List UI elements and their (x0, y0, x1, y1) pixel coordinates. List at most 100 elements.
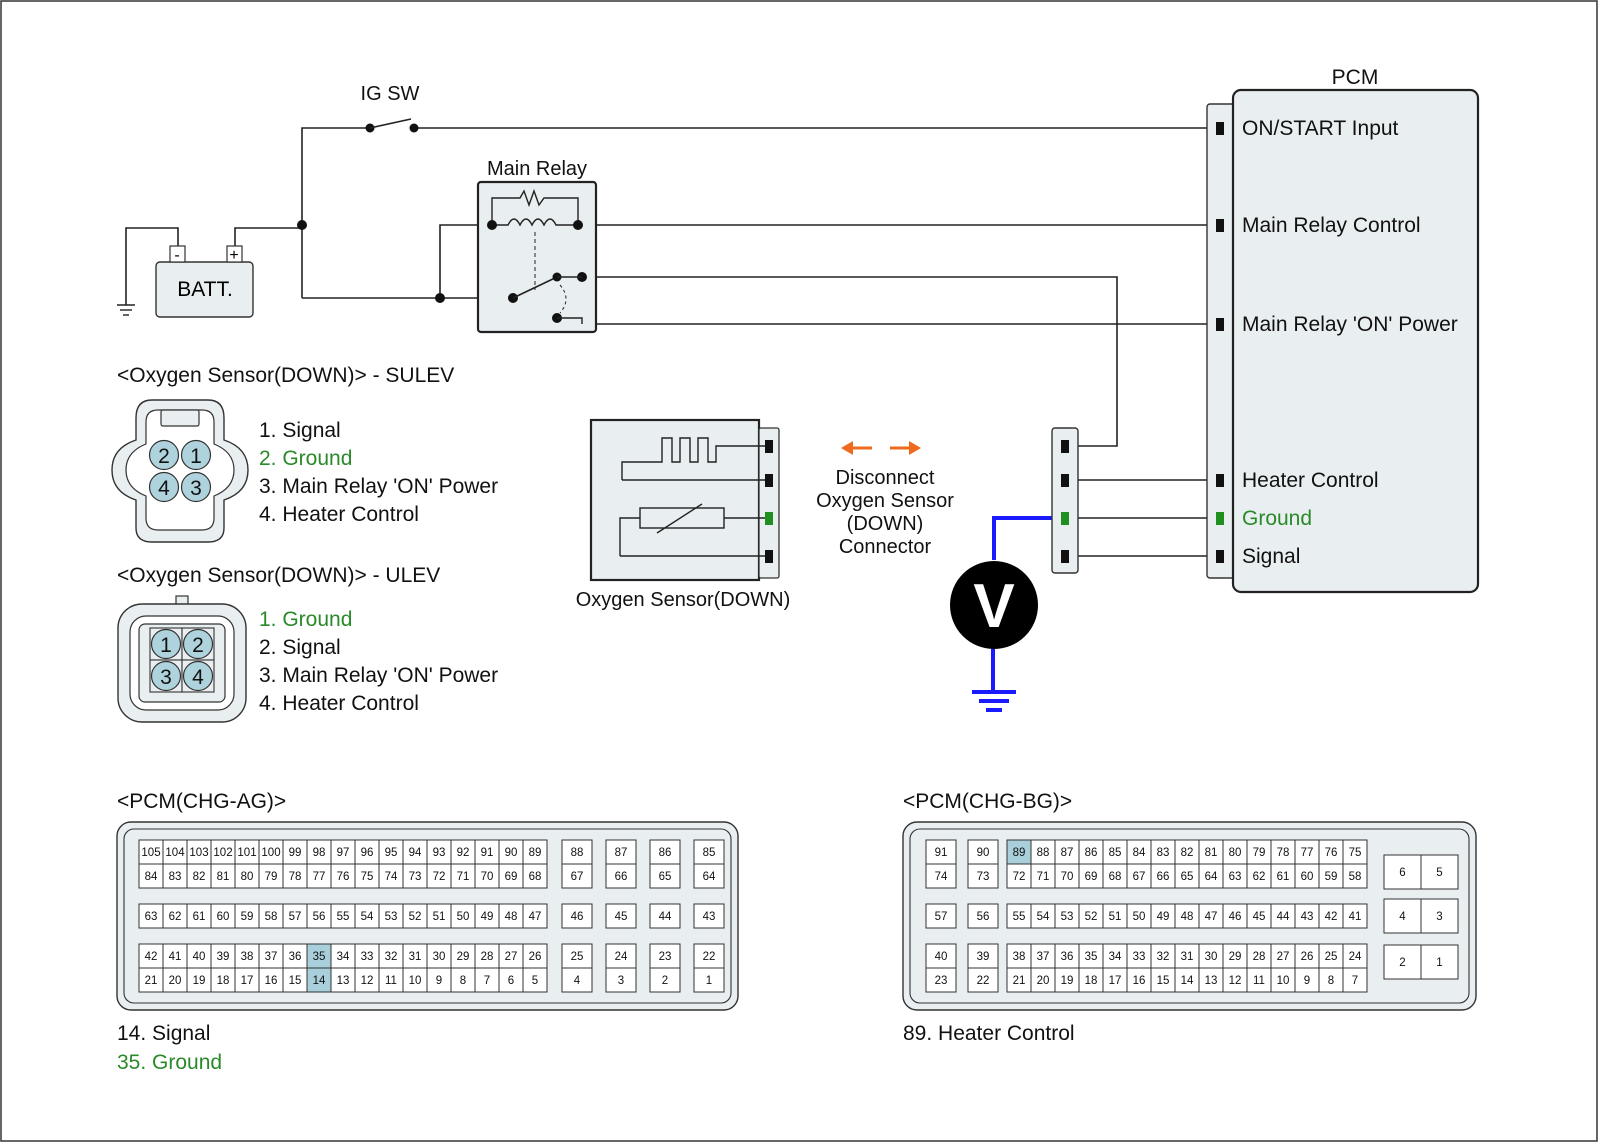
connector-cell (1054, 903, 1080, 929)
voltmeter: V (950, 561, 1038, 712)
connector-cell-number: 45 (615, 911, 628, 923)
connector-cell-number: 23 (659, 951, 672, 963)
battery-positive-terminal (226, 245, 243, 263)
connector-cell-number: 42 (145, 951, 158, 963)
connector-cell (354, 967, 380, 993)
connector-cell-number: 25 (1325, 951, 1338, 963)
sulev-latch (160, 409, 200, 427)
pcm-terminal-label: Heater Control (1242, 469, 1379, 492)
connector-cell (162, 967, 188, 993)
connector-cell-number: 77 (313, 871, 326, 883)
connector-cell-number: 9 (1304, 975, 1310, 987)
connector-cell (693, 839, 725, 865)
legend-item: 1. Signal (259, 419, 341, 442)
connector-cell (498, 863, 524, 889)
connector-cell (378, 943, 404, 969)
connector-cell (649, 863, 681, 889)
relay-coil-terminal (573, 220, 583, 230)
connector-cell-number: 26 (1301, 951, 1314, 963)
sulev-pin (180, 439, 212, 471)
connector-cell-number: 17 (241, 975, 254, 987)
connector-cell (1383, 854, 1422, 890)
connector-cell-number: 92 (457, 847, 470, 859)
connector-cell (561, 839, 593, 865)
connector-cell-number: 27 (505, 951, 518, 963)
main-relay: Main Relay (476, 158, 598, 334)
pcm-terminal-label: Main Relay 'ON' Power (1242, 313, 1458, 336)
connector-cell-number: 81 (1205, 847, 1218, 859)
connector-cell (378, 863, 404, 889)
connector-cell-number: 7 (1352, 975, 1358, 987)
connector-cell-number: 86 (1085, 847, 1098, 859)
pcm-bg-legend: 89. Heater Control (903, 1022, 1075, 1045)
connector-cell-number: 64 (1205, 871, 1218, 883)
connector-cell (1078, 863, 1104, 889)
connector-cell-number: 2 (662, 975, 668, 987)
connector-cell (474, 967, 500, 993)
connector-cell (649, 839, 681, 865)
connector-cell (605, 839, 637, 865)
connector-cell (925, 903, 957, 929)
connector-cell-number: 75 (361, 871, 374, 883)
connector-cell-number: 65 (1181, 871, 1194, 883)
connector-cell (258, 903, 284, 929)
pcm-connector-strip (1206, 103, 1236, 579)
connector-cell-number: 39 (217, 951, 230, 963)
connector-cell-number: 89 (529, 847, 542, 859)
pcm-pin (1216, 219, 1224, 232)
connector-cell-number: 88 (571, 847, 584, 859)
connector-cell-number: 30 (433, 951, 446, 963)
connector-cell-number: 77 (1301, 847, 1314, 859)
connector-cell (1420, 854, 1459, 890)
connector-cell-number: 35 (313, 951, 326, 963)
battery-plus-sign: + (229, 247, 238, 264)
connector-cell-number: 19 (1061, 975, 1074, 987)
connector-cell-number: 63 (145, 911, 158, 923)
connector-cell-number: 53 (385, 911, 398, 923)
pcm-terminal-label: Main Relay Control (1242, 214, 1421, 237)
battery-negative-terminal (169, 245, 186, 263)
connector-cell (561, 863, 593, 889)
connector-cell-number: 20 (169, 975, 182, 987)
connector-cell (186, 839, 212, 865)
connector-cell-number: 55 (337, 911, 350, 923)
battery-minus-sign: - (174, 247, 179, 264)
sulev-pin (180, 471, 212, 503)
pcm-ag-title: <PCM(CHG-AG)> (117, 790, 286, 813)
oxygen-sensor-connector (758, 427, 780, 579)
connector-cell (1030, 943, 1056, 969)
connector-cell (426, 903, 452, 929)
connector-cell (1054, 967, 1080, 993)
connector-cell-number: 83 (1157, 847, 1170, 859)
ulev-pin-number: 3 (160, 666, 172, 689)
sulev-pin-number: 2 (158, 445, 170, 468)
ulev-title: <Oxygen Sensor(DOWN)> - ULEV (117, 564, 440, 587)
connector-cell-number: 102 (213, 847, 232, 859)
voltmeter-label: V (973, 572, 1014, 641)
connector-cell (693, 943, 725, 969)
connector-cell-number: 17 (1109, 975, 1122, 987)
connector-cell-number: 34 (337, 951, 350, 963)
harness-pin (1061, 512, 1069, 525)
connector-cell (1294, 863, 1320, 889)
connector-cell (925, 943, 957, 969)
connector-cell (138, 967, 164, 993)
connector-cell-number: 58 (1349, 871, 1362, 883)
connector-cell-number: 71 (1037, 871, 1050, 883)
connector-cell-number: 66 (615, 871, 628, 883)
connector-cell (1246, 863, 1272, 889)
connector-cell-number: 93 (433, 847, 446, 859)
connector-cell-number: 67 (571, 871, 584, 883)
ulev-pin (150, 660, 182, 692)
connector-cell (426, 967, 452, 993)
legend-item: 3. Main Relay 'ON' Power (259, 475, 498, 498)
connector-cell-number: 34 (1109, 951, 1122, 963)
ulev-pin-number: 4 (192, 666, 204, 689)
connector-cell (1054, 943, 1080, 969)
connector-cell (1126, 943, 1152, 969)
relay-resistor (491, 188, 579, 225)
connector-cell-number: 59 (241, 911, 254, 923)
connector-cell (1222, 967, 1248, 993)
